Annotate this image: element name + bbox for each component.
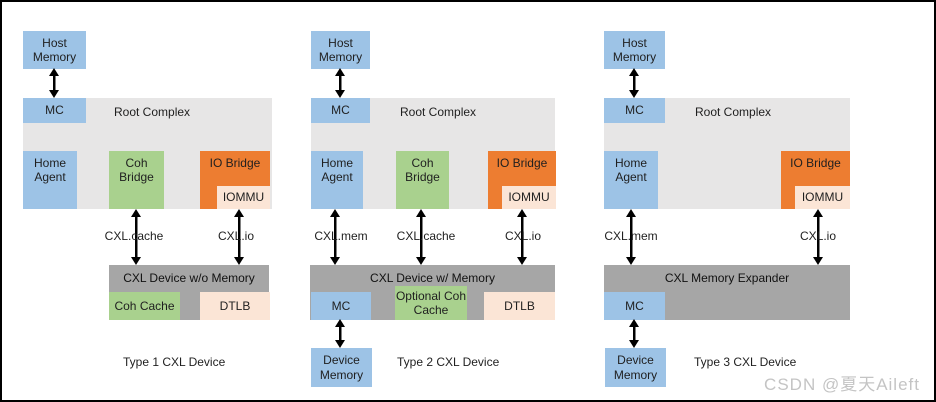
optional-coh-cache-box: Optional Coh Cache (395, 286, 467, 320)
cxl-device-title: CXL Device w/o Memory (123, 271, 255, 285)
home-agent-box: Home Agent (604, 151, 658, 209)
host-memory-mc-arrow (335, 68, 345, 98)
mc-box: MC (23, 98, 86, 123)
cxl-io-arrow (517, 209, 527, 265)
coh-bridge-box: Coh Bridge (396, 151, 449, 209)
cxl-cache-label: CXL.cache (104, 229, 164, 243)
home-agent-box: Home Agent (23, 151, 77, 209)
root-complex-label: Root Complex (695, 105, 772, 119)
device-memory-box: Device Memory (605, 348, 666, 387)
root-complex-label: Root Complex (400, 105, 477, 119)
cxl-io-label: CXL.io (799, 229, 837, 243)
root-complex-label: Root Complex (114, 105, 191, 119)
iommu-box: IOMMU (795, 186, 850, 209)
cxl-cache-label: CXL.cache (396, 229, 456, 243)
host-memory-mc-arrow (49, 68, 59, 98)
cxl-io-label: CXL.io (217, 229, 255, 243)
mc-box: MC (311, 98, 370, 123)
host-memory-box: Host Memory (311, 31, 370, 69)
dtlb-box: DTLB (200, 292, 270, 320)
cxl-cache-arrow (131, 209, 141, 265)
cxl-mem-label: CXL.mem (604, 229, 658, 243)
cxl-io-label: CXL.io (504, 229, 542, 243)
cxl-io-arrow (813, 209, 823, 265)
csdn-watermark: CSDN @夏天Aileft (764, 375, 920, 394)
device-memory-box: Device Memory (311, 348, 372, 387)
mc-device-memory-arrow (335, 319, 345, 348)
cxl-io-arrow (234, 209, 244, 265)
device-mc-box: MC (604, 292, 665, 320)
coh-cache-box: Coh Cache (109, 292, 180, 320)
host-memory-box: Host Memory (23, 31, 86, 69)
type2-caption: Type 2 CXL Device (397, 355, 500, 369)
type1-caption: Type 1 CXL Device (123, 355, 226, 369)
dtlb-box: DTLB (484, 292, 555, 320)
coh-bridge-box: Coh Bridge (109, 151, 164, 209)
cxl-mem-arrow (626, 209, 636, 265)
mc-box: MC (604, 98, 665, 123)
mc-device-memory-arrow (629, 319, 639, 348)
host-memory-mc-arrow (629, 68, 639, 98)
device-mc-box: MC (311, 292, 371, 320)
cxl-device-title: CXL Memory Expander (664, 271, 790, 285)
iommu-box: IOMMU (502, 186, 556, 209)
cxl-device-title: CXL Device w/ Memory (370, 271, 495, 285)
iommu-box: IOMMU (217, 186, 270, 209)
host-memory-box: Host Memory (604, 31, 665, 69)
cxl-mem-label: CXL.mem (314, 229, 368, 243)
cxl-mem-arrow (330, 209, 340, 265)
type3-caption: Type 3 CXL Device (694, 355, 797, 369)
home-agent-box: Home Agent (311, 151, 363, 209)
cxl-cache-arrow (416, 209, 426, 265)
